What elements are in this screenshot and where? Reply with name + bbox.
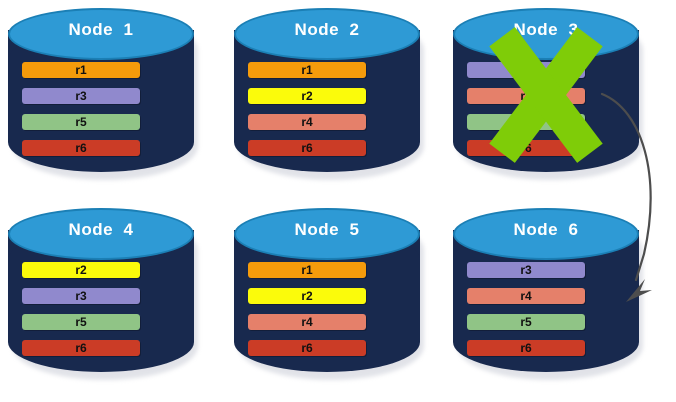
node-cylinder-2[interactable]: Node 2 r1 r2 r4 r6: [234, 8, 424, 180]
record-bar[interactable]: r3: [22, 288, 140, 304]
record-bar[interactable]: r4: [467, 288, 585, 304]
record-list: r2 r3 r5 r6: [8, 208, 194, 380]
cylinder-top-ellipse: [453, 208, 639, 260]
record-bar[interactable]: r6: [467, 340, 585, 356]
node-label: Node 3: [513, 20, 579, 39]
node-label: Node 5: [294, 220, 360, 239]
record-bar[interactable]: r3: [467, 62, 585, 78]
node-cylinder-4[interactable]: Node 4 r2 r3 r5 r6: [8, 208, 198, 380]
record-bar[interactable]: r1: [248, 262, 366, 278]
record-bar[interactable]: r5: [22, 314, 140, 330]
record-bar[interactable]: r5: [22, 114, 140, 130]
record-bar[interactable]: r6: [22, 340, 140, 356]
record-bar[interactable]: r6: [467, 140, 585, 156]
record-bar[interactable]: r4: [248, 114, 366, 130]
record-bar[interactable]: r2: [248, 88, 366, 104]
cylinder-top-ellipse: [8, 208, 194, 260]
record-bar[interactable]: r4: [467, 88, 585, 104]
node-label: Node 1: [68, 20, 134, 39]
record-list: r1 r3 r5 r6: [8, 8, 194, 180]
record-bar[interactable]: r1: [248, 62, 366, 78]
cylinder-top-ellipse: [8, 8, 194, 60]
record-bar[interactable]: r2: [22, 262, 140, 278]
record-bar[interactable]: r6: [248, 140, 366, 156]
record-bar[interactable]: r6: [22, 140, 140, 156]
record-bar[interactable]: r3: [467, 262, 585, 278]
record-bar[interactable]: r5: [467, 314, 585, 330]
node-cylinder-5[interactable]: Node 5 r1 r2 r4 r6: [234, 208, 424, 380]
record-bar[interactable]: r5: [467, 114, 585, 130]
failover-arrow: [600, 92, 652, 302]
record-list: r1 r2 r4 r6: [234, 208, 420, 380]
record-list: r3 r4 r5 r6: [453, 208, 639, 380]
node-cylinder-6[interactable]: Node 6 r3 r4 r5 r6: [453, 208, 643, 380]
record-list: r1 r2 r4 r6: [234, 8, 420, 180]
node-label: Node 4: [68, 220, 134, 239]
record-bar[interactable]: r6: [248, 340, 366, 356]
node-label: Node 2: [294, 20, 360, 39]
record-bar[interactable]: r1: [22, 62, 140, 78]
record-bar[interactable]: r2: [248, 288, 366, 304]
node-label: Node 6: [513, 220, 579, 239]
record-bar[interactable]: r4: [248, 314, 366, 330]
cylinder-top-ellipse: [234, 8, 420, 60]
node-cylinder-1[interactable]: Node 1 r1 r3 r5 r6: [8, 8, 198, 180]
cylinder-top-ellipse: [234, 208, 420, 260]
record-bar[interactable]: r3: [22, 88, 140, 104]
